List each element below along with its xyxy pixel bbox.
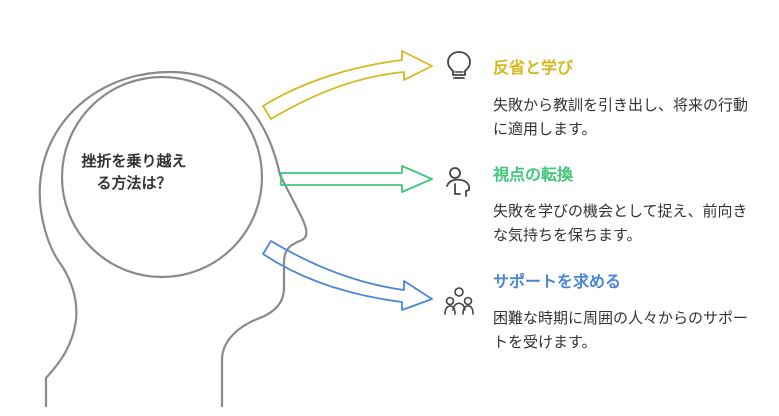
item-description-perspective: 失敗を学びの機会として捉え、前向きな気持ちを保ちます。 (493, 202, 748, 244)
item-description-support: 困難な時期に周囲の人々からのサポートを受けます。 (493, 309, 749, 351)
center-question-line-1: 挫折を乗り越え (81, 152, 187, 170)
arrow-support (262, 240, 433, 311)
item-title-support: サポートを求める (493, 272, 622, 291)
center-question-line-2: る方法は？ (96, 174, 172, 192)
item-title-reflection: 反省と学び (493, 58, 574, 77)
arrow-reflection (262, 50, 433, 120)
group-support-icon (444, 287, 474, 315)
item-title-perspective: 視点の転換 (493, 165, 574, 184)
item-description-reflection: 失敗から教訓を引き出し、将来の行動に適用します。 (493, 96, 749, 138)
lightbulb-icon (447, 51, 471, 79)
head-silhouette (38, 70, 308, 408)
center-circle (60, 75, 264, 279)
arrow-perspective (280, 165, 433, 193)
center-question: 挫折を乗り越え る方法は？ (64, 150, 204, 194)
person-head-icon (446, 167, 471, 197)
